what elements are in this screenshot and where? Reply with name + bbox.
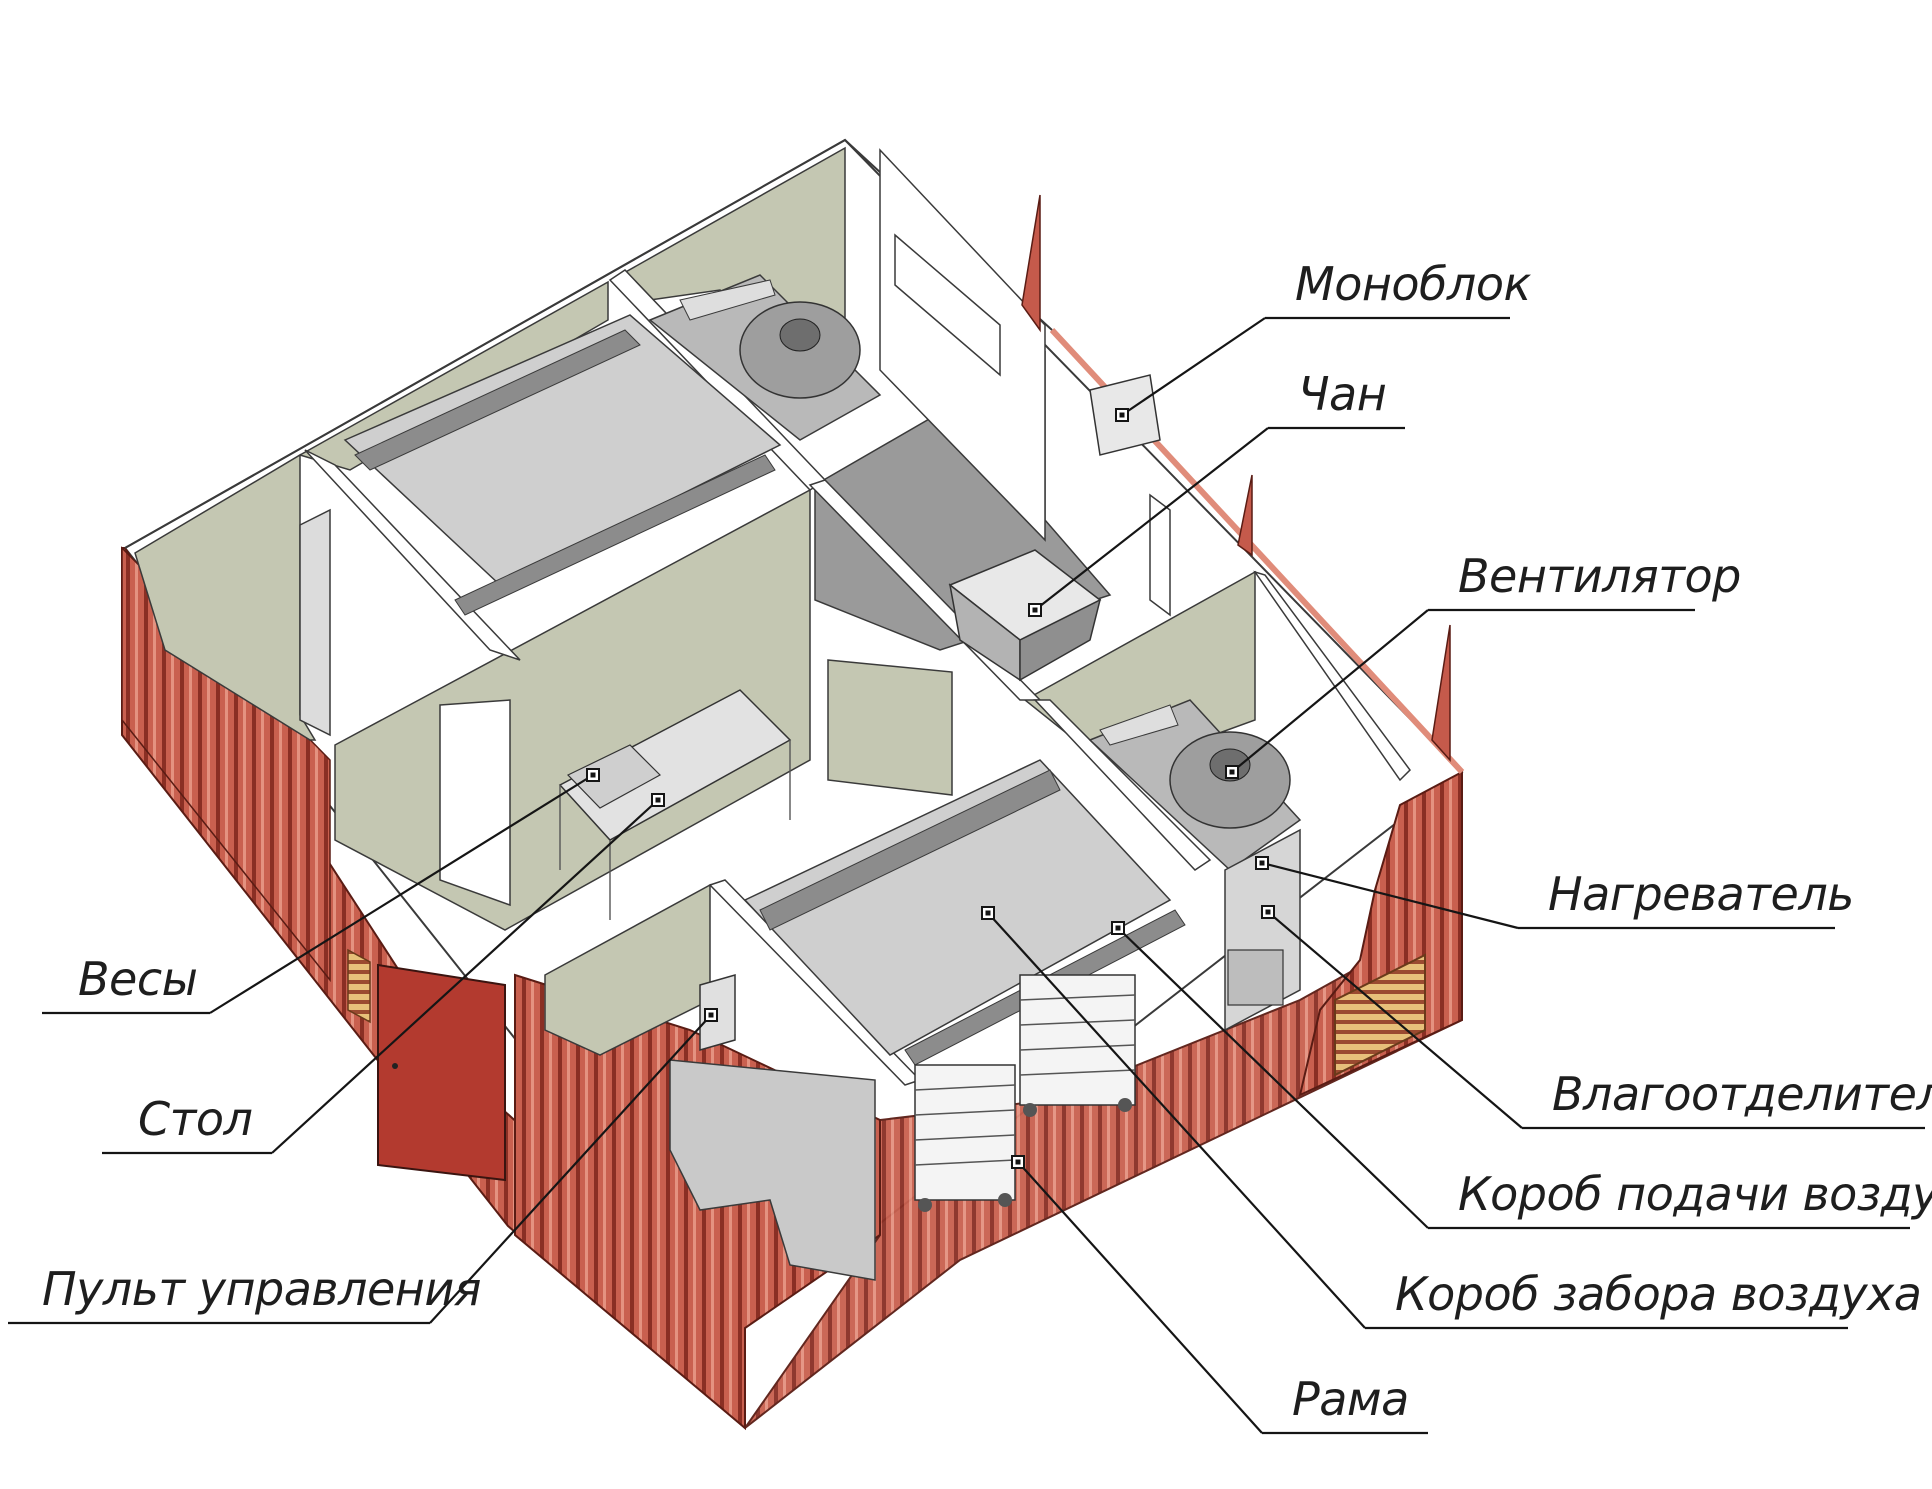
table-with-scales	[558, 689, 792, 920]
callout-label: Весы	[78, 952, 197, 1006]
drying-tunnel-upper-rail	[454, 454, 776, 616]
partition-7	[1033, 699, 1212, 871]
callout-rama: Рама	[1011, 1155, 1428, 1435]
callout-marker-dot	[590, 772, 596, 778]
leader-line	[1231, 609, 1429, 773]
callout-label: Чан	[1298, 367, 1386, 421]
leader-line	[1017, 1161, 1263, 1434]
partition-3	[879, 148, 1046, 542]
callout-label: Короб забора воздуха	[1395, 1267, 1921, 1321]
leader-line	[1034, 427, 1269, 611]
callout-vlagootdelitel: Влагоотделитель	[1261, 905, 1932, 1130]
callout-label: Короб подачи воздуха	[1458, 1167, 1932, 1221]
leader-line	[271, 799, 659, 1154]
trolley-frames	[914, 974, 1136, 1212]
wall-fin-3	[1431, 624, 1451, 762]
drying-tunnel-upper	[343, 314, 782, 586]
callout-label: Пульт управления	[42, 1262, 481, 1316]
vat	[948, 549, 1102, 682]
callout-label: Вентилятор	[1458, 549, 1741, 603]
callout-marker-dot	[655, 797, 661, 803]
callout-label: Влагоотделитель	[1552, 1067, 1932, 1121]
callout-ventilyator: Вентилятор	[1225, 549, 1741, 779]
callout-marker-dot	[1115, 925, 1121, 931]
callout-nagrevatel: Нагреватель	[1255, 856, 1854, 930]
callout-marker-dot	[708, 1012, 714, 1018]
callout-label: Рама	[1292, 1372, 1409, 1426]
door-frame-left	[299, 508, 331, 737]
leader-line	[209, 774, 594, 1014]
interior-door-2	[669, 1059, 876, 1281]
callout-marker-dot	[1119, 412, 1125, 418]
callout-label: Моноблок	[1295, 257, 1531, 311]
left-wall-vent-grill	[347, 948, 371, 1024]
interior-door-1	[827, 659, 953, 796]
leader-line	[1261, 861, 1519, 930]
door-frame-top	[894, 233, 1001, 377]
door-handle	[392, 1063, 398, 1069]
callout-vesy: Весы	[42, 768, 600, 1015]
callout-label: Нагреватель	[1548, 867, 1854, 921]
leader-line	[1121, 317, 1266, 416]
leader-line	[987, 912, 1366, 1329]
callout-marker-dot	[1015, 1159, 1021, 1165]
wall-vent-grill	[1334, 953, 1426, 1077]
partition-5	[1253, 570, 1411, 782]
callout-label: Стол	[138, 1092, 253, 1146]
callout-monoblok: Моноблок	[1115, 257, 1532, 422]
callout-stol: Стол	[102, 793, 665, 1155]
leader-line	[1117, 927, 1429, 1229]
callout-korob-podachi: Короб подачи воздуха	[1111, 921, 1932, 1230]
drying-tunnel-upper-top	[354, 329, 641, 471]
wall-fin-2	[1237, 474, 1253, 557]
callout-korob-zabora: Короб забора воздуха	[981, 906, 1922, 1330]
leader-line	[1267, 911, 1523, 1129]
callout-marker-dot	[1259, 860, 1265, 866]
callout-pult: Пульт управления	[8, 1008, 718, 1325]
callout-marker-dot	[1265, 909, 1271, 915]
door-frame-right	[1149, 493, 1171, 617]
wall-fin-1	[1021, 194, 1041, 333]
drying-tunnel-lower-top	[759, 769, 1061, 931]
drying-tunnel-lower	[743, 759, 1172, 1056]
leader-line	[429, 1014, 712, 1324]
callout-marker-dot	[1229, 769, 1235, 775]
interior-wall-front-room	[544, 883, 711, 1056]
door-frame-center	[439, 699, 511, 907]
upper-fan-unit	[648, 274, 882, 441]
callout-chan: Чан	[1028, 367, 1405, 617]
callouts: МоноблокЧанВентиляторНагревательВлагоотд…	[8, 257, 1932, 1435]
callout-marker-dot	[1032, 607, 1038, 613]
callout-marker-dot	[985, 910, 991, 916]
